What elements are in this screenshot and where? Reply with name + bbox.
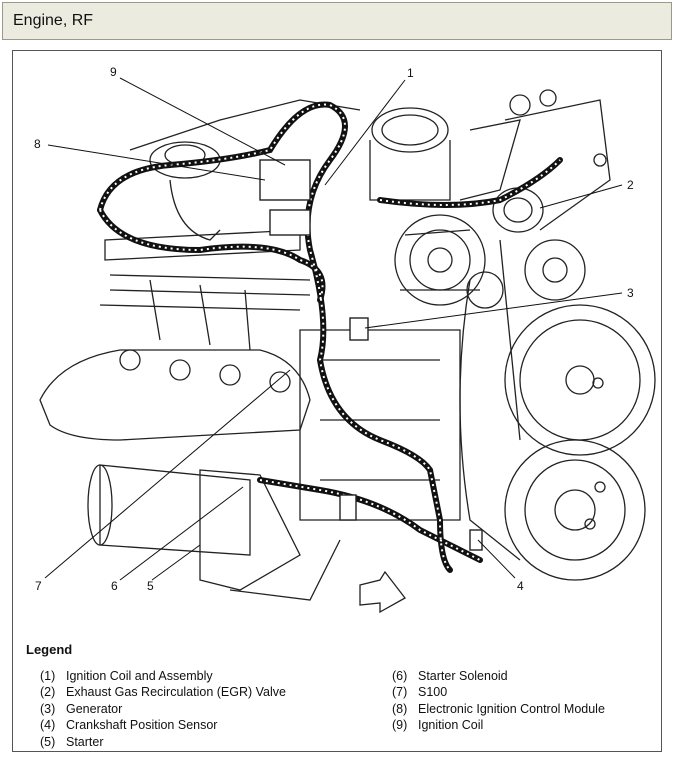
exhaust-manifold <box>39 349 311 441</box>
ckp-sensor-shape <box>469 529 483 551</box>
legend-label: S100 <box>418 685 448 700</box>
legend-item: (5) Starter <box>40 734 286 750</box>
legend-number: (4) <box>40 718 56 733</box>
callout-8: 8 <box>34 137 41 151</box>
legend-item: (6) Starter Solenoid <box>392 668 605 684</box>
legend-label: Ignition Coil and Assembly <box>66 669 213 683</box>
legend-number: (3) <box>40 701 56 716</box>
callout-4: 4 <box>517 579 524 593</box>
callout-3: 3 <box>627 286 634 300</box>
window-title: Engine, RF <box>13 12 94 29</box>
legend-left-column: (1) Ignition Coil and Assembly (2) Exhaust… <box>40 668 286 750</box>
callout-1: 1 <box>407 66 414 80</box>
ignition-coil-shape <box>259 159 311 201</box>
legend-number: (6) <box>392 669 408 683</box>
engine-diagram: 9 8 1 2 3 4 5 6 7 <box>34 65 656 614</box>
legend-heading: Legend <box>26 642 73 657</box>
legend-number: (9) <box>392 718 408 733</box>
starter-body <box>99 464 251 556</box>
legend-number: (8) <box>392 701 408 716</box>
legend-item: (4) Crankshaft Position Sensor <box>40 717 286 733</box>
legend-number: (7) <box>392 685 408 700</box>
valve-cover <box>104 229 301 261</box>
legend-right-column: (6) Starter Solenoid (7) S100 (8) Electroni… <box>392 668 605 734</box>
legend-number: (2) <box>40 685 56 700</box>
legend-label: Ignition Coil <box>418 718 484 733</box>
callout-7: 7 <box>35 579 42 593</box>
callout-2: 2 <box>627 178 634 192</box>
idler-pulley <box>524 239 586 301</box>
legend-item: (9) Ignition Coil <box>392 717 605 733</box>
ignition-module-shape <box>269 209 311 236</box>
legend-number: (1) <box>40 669 56 683</box>
title-bar: Engine, RF <box>2 2 672 40</box>
egr-valve <box>492 187 544 233</box>
legend-label: Starter Solenoid <box>418 669 508 683</box>
legend-label: Starter <box>66 734 104 749</box>
legend-item: (2) Exhaust Gas Recirculation (EGR) Valve <box>40 684 286 700</box>
legend-item: (3) Generator <box>40 701 286 717</box>
throttle-body <box>371 107 449 153</box>
legend-label: Crankshaft Position Sensor <box>66 718 218 733</box>
legend-label: Electronic Ignition Control Module <box>418 701 605 716</box>
generator-body <box>394 214 486 306</box>
legend-label: Generator <box>66 701 123 716</box>
large-pulley <box>504 304 656 456</box>
legend-number: (5) <box>40 734 56 749</box>
callout-9: 9 <box>110 65 117 79</box>
legend-item: (1) Ignition Coil and Assembly <box>40 668 286 684</box>
legend-item: (7) S100 <box>392 684 605 700</box>
legend-item: (8) Electronic Ignition Control Module <box>392 701 605 717</box>
lower-pulley <box>504 439 646 581</box>
engine-block <box>299 329 461 521</box>
generator-connector <box>349 317 369 341</box>
front-arrow <box>359 570 406 614</box>
callout-6: 6 <box>111 579 118 593</box>
callout-5: 5 <box>147 579 154 593</box>
legend-label: Exhaust Gas Recirculation (EGR) Valve <box>66 685 286 700</box>
